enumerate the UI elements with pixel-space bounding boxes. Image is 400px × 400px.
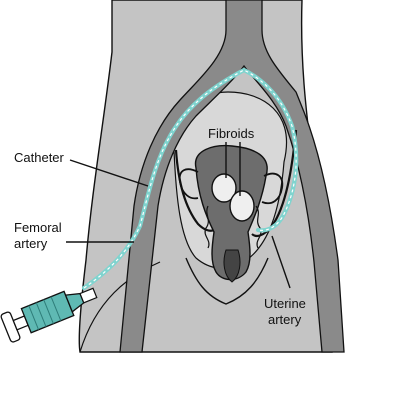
left-fallopian-tube <box>178 168 199 200</box>
label-catheter: Catheter <box>14 150 65 165</box>
uterine-vessels-right <box>255 205 262 249</box>
label-uterine-1: Uterine <box>264 296 306 311</box>
catheter-highlight <box>83 69 297 289</box>
fibroid-right <box>229 190 255 222</box>
uterine-vessels-left <box>204 205 210 249</box>
catheter-leader-line <box>69 159 149 187</box>
vaginal-canal <box>223 249 241 283</box>
syringe <box>0 287 98 343</box>
syringe-connector <box>79 287 98 304</box>
uterine-leader-line <box>271 235 291 289</box>
right-fallopian-tube <box>261 172 284 205</box>
label-femoral-1: Femoral <box>14 220 62 235</box>
label-uterine-2: artery <box>268 312 302 327</box>
label-femoral-2: artery <box>14 236 48 251</box>
thigh-gap <box>185 257 269 305</box>
left-uterine-branch <box>174 149 215 232</box>
fibroid-left <box>211 173 237 203</box>
label-fibroids: Fibroids <box>208 126 255 141</box>
right-uterine-branch <box>251 129 298 237</box>
